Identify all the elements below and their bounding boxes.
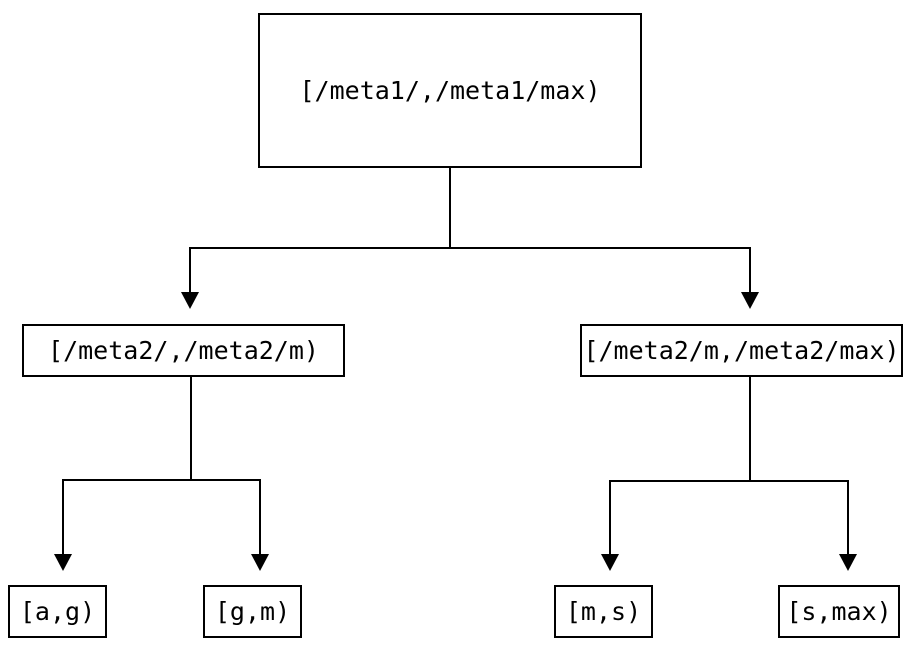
arrowhead-leaf-ms [601, 554, 619, 571]
node-leaf-ms: [m,s) [554, 585, 653, 638]
node-leaf-gm-label: [g,m) [214, 597, 291, 626]
node-leaf-ms-label: [m,s) [565, 597, 642, 626]
arrowhead-root-left [181, 292, 199, 309]
node-root-range: [/meta1/,/meta1/max) [258, 13, 642, 168]
arrowhead-leaf-smax [839, 554, 857, 571]
node-right-range: [/meta2/m,/meta2/max) [580, 324, 903, 377]
node-leaf-smax-label: [s,max) [786, 597, 892, 626]
node-leaf-ag: [a,g) [8, 585, 107, 638]
node-leaf-gm: [g,m) [203, 585, 302, 638]
node-root-label: [/meta1/,/meta1/max) [299, 76, 601, 105]
node-leaf-ag-label: [a,g) [19, 597, 96, 626]
node-leaf-smax: [s,max) [778, 585, 900, 638]
arrowhead-leaf-ag [54, 554, 72, 571]
node-right-label: [/meta2/m,/meta2/max) [583, 336, 900, 365]
node-left-label: [/meta2/,/meta2/m) [48, 336, 319, 365]
node-left-range: [/meta2/,/meta2/m) [22, 324, 345, 377]
arrowhead-leaf-gm [251, 554, 269, 571]
arrowhead-root-right [741, 292, 759, 309]
